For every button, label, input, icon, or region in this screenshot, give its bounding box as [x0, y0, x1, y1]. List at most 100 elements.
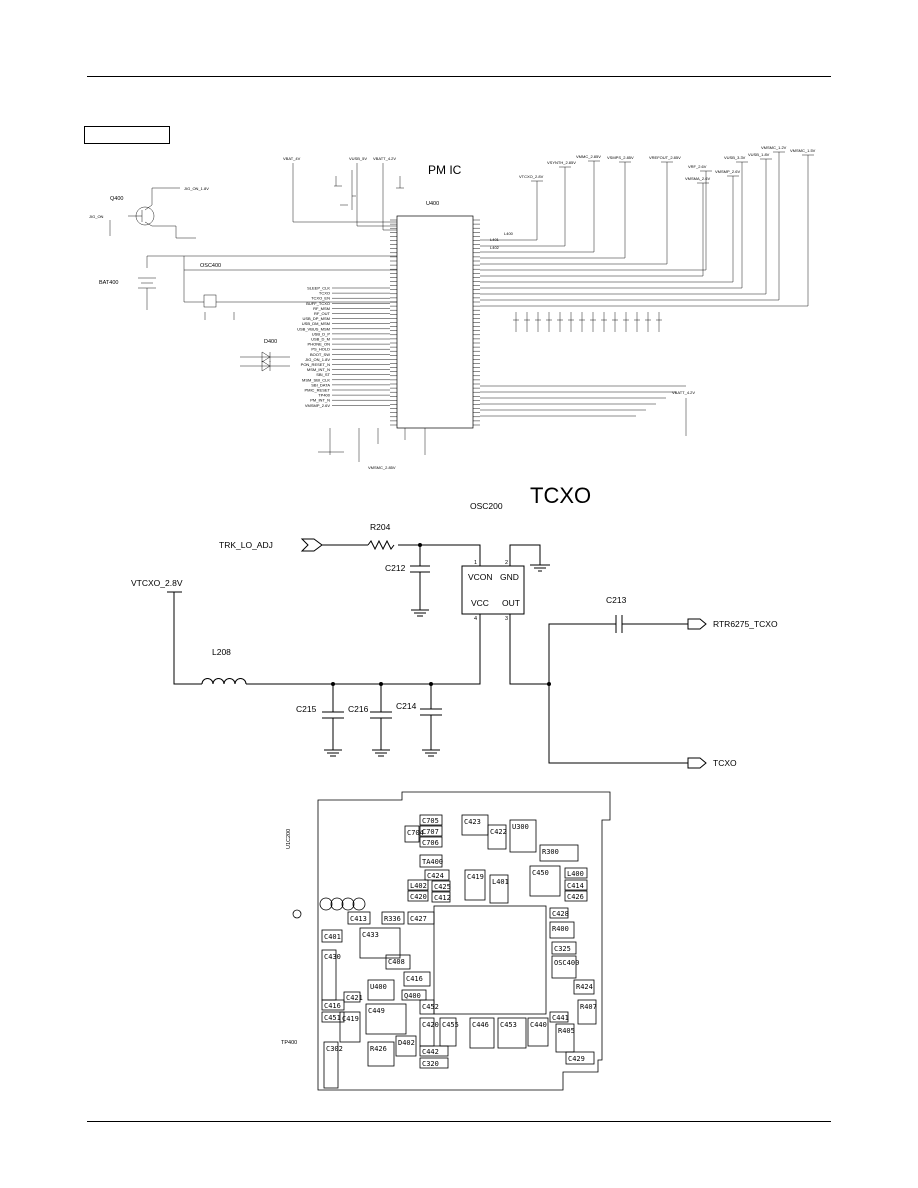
pin-gnd: GND: [500, 572, 519, 582]
pcb-part-label: C704: [407, 829, 424, 837]
osc400-crystal: [203, 294, 217, 308]
left-signal-label: USB_DP_MSM: [302, 316, 330, 321]
rtr6275-port: [687, 618, 707, 630]
pcb-part-label: C325: [554, 945, 571, 953]
pcb-part-footprint: [469, 1017, 495, 1049]
osc400-label: OSC400: [200, 263, 221, 269]
c212-label: C212: [385, 563, 406, 573]
pcb-part-footprint: [367, 979, 395, 1001]
pcb-part-label: C449: [368, 1007, 385, 1015]
pcb-part-label: C441: [552, 1014, 569, 1022]
pcb-part-footprint: [365, 1003, 407, 1035]
tcxo-chip: [461, 565, 525, 615]
pcb-part-footprint: [419, 836, 443, 848]
pin1-num: 1: [474, 560, 477, 566]
left-signal-label: TCXO: [319, 291, 330, 296]
q400-label: Q400: [110, 196, 123, 202]
pcb-part-label: R424: [576, 983, 593, 991]
pin-vcon: VCON: [468, 572, 493, 582]
pcb-part-label: R426: [370, 1045, 387, 1053]
left-signal-label: BUFF_TCXO: [306, 301, 330, 306]
rail-label: VSYNTH_2.85V: [547, 160, 576, 165]
pin-vcc: VCC: [471, 598, 489, 608]
testpoint-1: [319, 897, 333, 911]
pcb-part-label: C706: [422, 839, 439, 847]
c216-capacitor: [370, 684, 392, 757]
testpoint-3: [341, 897, 355, 911]
pcb-part-footprint: [339, 1011, 361, 1043]
pcb-part-footprint: [407, 890, 429, 902]
pcb-part-label: TA400: [422, 858, 443, 866]
pcb-part-footprint: [539, 844, 579, 862]
pcb-part-label: C423: [464, 818, 481, 826]
pcb-part-footprint: [403, 971, 431, 987]
rail-vbat-4v: VBAT_4V: [283, 156, 301, 161]
pcb-part-footprint: [565, 1051, 595, 1065]
pcb-part-label: C426: [567, 893, 584, 901]
pcb-part-footprint: [564, 890, 588, 902]
pcb-tp400-label: TP400: [281, 1040, 297, 1046]
left-signal-label: USB_D_P: [312, 331, 331, 336]
pcb-part-label: L400: [567, 870, 584, 878]
section-tag-box: [84, 126, 170, 144]
pcb-part-footprint: [404, 825, 420, 843]
pcb-part-footprint: [551, 955, 577, 979]
testpoint-4: [352, 897, 366, 911]
battery-label: BAT400: [99, 280, 118, 286]
rail-label: VTCXO_2.8V: [519, 174, 544, 179]
pin-out: OUT: [502, 598, 520, 608]
vbatt-right-net: VBATT_4.2V: [672, 390, 695, 395]
left-signal-label: PHONE_ON: [308, 342, 331, 347]
rail-vbatt-4v2: VBATT_4.2V: [373, 156, 396, 161]
pcb-part-footprint: [489, 874, 509, 904]
pmic-left-signals: SLEEP_CLKTCXOTCXO_ENBUFF_TCXORF_MSMRF_OU…: [297, 286, 390, 408]
bottom-rule: [87, 1121, 831, 1122]
pcb-part-footprint: [419, 825, 443, 837]
left-signal-label: TCXO_EN: [311, 296, 330, 301]
pcb-part-label: D402: [398, 1039, 415, 1047]
pcb-part-footprint: [321, 929, 343, 943]
pcb-part-footprint: [385, 954, 411, 970]
pcb-part-label: C421: [346, 994, 363, 1002]
testpoint-2: [330, 897, 344, 911]
left-signal-label: USB_DM_MSM: [302, 321, 330, 326]
jig-on-1v8-net: JIG_ON_1.8V: [184, 186, 209, 191]
c213-label: C213: [606, 595, 627, 605]
left-signal-label: JIG_ON_1.8V: [305, 357, 330, 362]
pcb-part-footprint: [407, 911, 435, 925]
left-signal-label: USB_VBUS_MSM: [297, 326, 330, 331]
pmic-chip-pins: [390, 219, 480, 426]
pmic-title: PM IC: [428, 163, 462, 177]
left-signal-label: PMIC_RESET: [304, 388, 330, 393]
pcb-part-label: C428: [552, 910, 569, 918]
pcb-part-footprint: [419, 1057, 449, 1069]
pcb-part-footprint: [419, 1045, 449, 1057]
rail-label: VMSMC_1.2V: [761, 145, 787, 150]
jig-on-net: JIG_ON: [89, 214, 104, 219]
left-signal-label: PON_RESET_N: [301, 362, 330, 367]
pcb-side-label: U1C200: [286, 829, 292, 849]
pcb-part-footprint: [577, 999, 597, 1025]
vtcxo-label: VTCXO_2.8V: [131, 578, 183, 588]
pcb-part-footprint: [381, 911, 405, 925]
pcb-part-footprint: [321, 1011, 345, 1023]
pcb-part-label: C452: [422, 1003, 439, 1011]
c213-capacitor: [615, 615, 623, 633]
left-signal-label: TP400: [318, 393, 331, 398]
rail-label: VMMC_2.85V: [576, 154, 601, 159]
pcb-part-footprint: [464, 869, 486, 901]
pcb-part-label: OSC400: [554, 959, 579, 967]
left-signal-label: USB_D_M: [311, 337, 330, 342]
pcb-part-footprint: [323, 1041, 339, 1089]
pmic-chip-body: [396, 215, 474, 429]
pcb-outline: [317, 791, 611, 1091]
left-signal-label: VMSMP_2.6V: [305, 403, 330, 408]
pcb-part-footprint: [419, 854, 443, 868]
pcb-layout: U1C200 TP400 C704C705C707C706C423C422U30…: [281, 791, 611, 1091]
left-signal-label: RF_OUT: [314, 311, 331, 316]
left-signal-label: PS_HOLD: [311, 347, 330, 352]
inductor-l402: L402: [490, 245, 500, 250]
osc200-label: OSC200: [470, 501, 503, 511]
pcb-part-footprint: [407, 879, 429, 891]
rail-label: VSMPS_2.85V: [607, 155, 634, 160]
